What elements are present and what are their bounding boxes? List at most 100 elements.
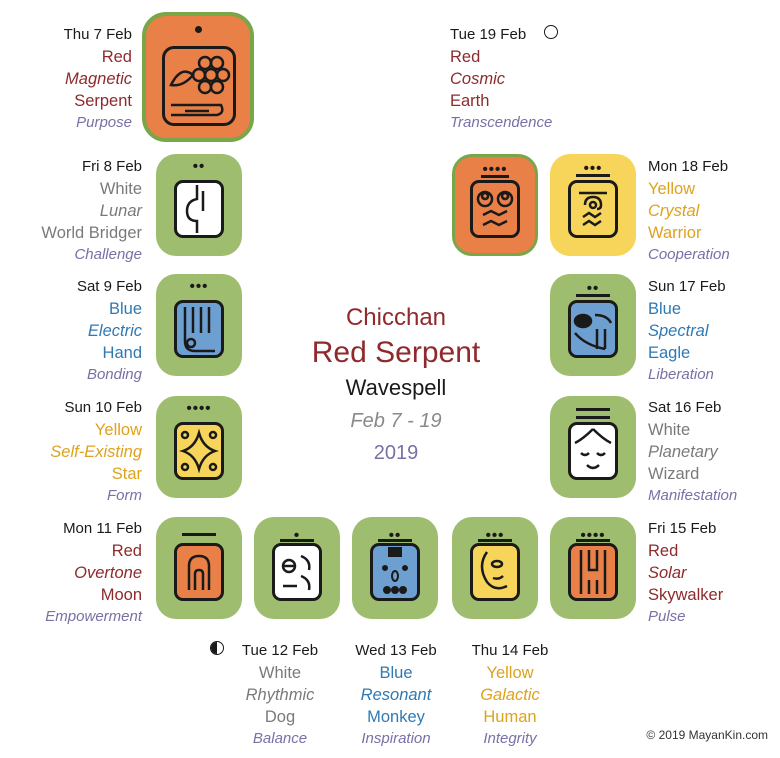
day-seal: Monkey — [367, 708, 425, 726]
day-date: Sat 9 Feb — [76, 278, 142, 295]
day-tone: Crystal — [648, 202, 700, 220]
day-8-tile[interactable]: •• — [156, 154, 242, 256]
day-15-tile[interactable]: •••• — [550, 517, 636, 619]
day-seal: World Bridger — [41, 224, 142, 242]
wavespell-label: Wavespell — [345, 375, 447, 400]
moon-glyph-icon — [174, 543, 224, 601]
wavespell-year: 2019 — [373, 442, 419, 464]
tone-bar — [576, 416, 610, 419]
day-17-label: Sun 17 Feb Blue Spectral Eagle Liberatio… — [648, 276, 780, 386]
day-tone: Resonant — [360, 686, 432, 704]
day-tone: Solar — [648, 564, 687, 582]
day-tone: Spectral — [648, 322, 709, 340]
tone-dots: •••• — [482, 161, 508, 178]
day-color: Blue — [108, 300, 142, 318]
day-16-tile[interactable] — [550, 396, 636, 498]
day-tone: Planetary — [648, 443, 718, 461]
day-tone: Self-Existing — [50, 443, 142, 461]
day-color: Yellow — [486, 664, 534, 682]
day-tone: Lunar — [99, 202, 142, 220]
day-14-label: Thu 14 Feb Yellow Galactic Human Integri… — [410, 640, 610, 750]
tone-bar — [576, 408, 610, 411]
day-17-tile[interactable]: •• — [550, 274, 636, 376]
day-color: Yellow — [94, 421, 142, 439]
hand-glyph-icon — [174, 300, 224, 358]
day-color: Red — [101, 48, 132, 66]
day-action: Challenge — [74, 246, 142, 263]
day-8-label: Fri 8 Feb White Lunar World Bridger Chal… — [0, 156, 142, 266]
human-glyph-icon — [470, 543, 520, 601]
wavespell-title: Chicchan Red Serpent Wavespell Feb 7 - 1… — [296, 302, 496, 468]
day-18-tile[interactable]: ••• — [550, 154, 636, 256]
day-date: Mon 18 Feb — [648, 158, 729, 175]
day-19-tile[interactable]: •••• — [452, 154, 538, 256]
day-date: Thu 14 Feb — [471, 642, 549, 659]
day-9-label: Sat 9 Feb Blue Electric Hand Bonding — [0, 276, 142, 386]
day-tone: Electric — [87, 322, 142, 340]
half-moon-icon — [210, 641, 224, 655]
day-color: Red — [450, 48, 481, 66]
day-date: Wed 13 Feb — [355, 642, 437, 659]
tone-bar — [481, 175, 509, 178]
day-color: Yellow — [648, 180, 696, 198]
tone-bar — [576, 174, 610, 177]
tone-dots: •• — [388, 527, 402, 544]
day-color: White — [258, 664, 302, 682]
day-action: Purpose — [76, 114, 132, 131]
day-date: Sat 16 Feb — [648, 399, 722, 416]
day-15-label: Fri 15 Feb Red Solar Skywalker Pulse — [648, 518, 780, 628]
monkey-glyph-icon — [370, 543, 420, 601]
day-action: Transcendence — [450, 114, 553, 131]
day-12-tile[interactable]: • — [254, 517, 340, 619]
tone-bar — [182, 533, 216, 536]
day-seal: Warrior — [648, 224, 702, 242]
day-seal: Skywalker — [648, 586, 724, 604]
day-date: Mon 11 Feb — [63, 520, 142, 537]
serpent-glyph-icon — [162, 46, 236, 126]
day-seal: Eagle — [648, 344, 691, 362]
day-action: Inspiration — [361, 730, 431, 747]
day-18-label: Mon 18 Feb Yellow Crystal Warrior Cooper… — [648, 156, 780, 266]
day-action: Liberation — [648, 366, 714, 383]
warrior-glyph-icon — [568, 180, 618, 238]
day-9-tile[interactable]: ••• — [156, 274, 242, 376]
day-7-tile[interactable] — [142, 12, 254, 142]
dog-glyph-icon — [272, 543, 322, 601]
day-13-tile[interactable]: •• — [352, 517, 438, 619]
day-7-label: Thu 7 Feb Red Magnetic Serpent Purpose — [0, 24, 132, 134]
day-color: White — [648, 421, 691, 439]
tone-bar — [378, 539, 412, 542]
day-date: Sun 17 Feb — [648, 278, 726, 295]
day-action: Manifestation — [648, 487, 738, 504]
earth-glyph-icon — [470, 180, 520, 238]
day-color: Blue — [648, 300, 682, 318]
tone-bar — [280, 539, 314, 542]
day-seal: Moon — [100, 586, 142, 604]
day-action: Empowerment — [45, 608, 142, 625]
wavespell-name: Red Serpent — [311, 336, 481, 369]
day-seal: Wizard — [648, 465, 700, 483]
day-seal: Star — [111, 465, 142, 483]
day-10-tile[interactable]: •••• — [156, 396, 242, 498]
tone-bar — [576, 539, 610, 542]
full-moon-icon — [544, 25, 558, 39]
day-14-tile[interactable]: ••• — [452, 517, 538, 619]
skywalker-glyph-icon — [568, 543, 618, 601]
tone-dots: •••• — [186, 400, 212, 417]
copyright-text: © 2019 MayanKin.com — [646, 728, 768, 742]
day-action: Pulse — [648, 608, 686, 625]
day-date: Sun 10 Feb — [64, 399, 142, 416]
day-seal: Serpent — [74, 92, 132, 110]
day-tone: Magnetic — [65, 70, 132, 88]
day-seal: Dog — [264, 708, 296, 726]
tone-bar — [478, 539, 512, 542]
day-19-label: Tue 19 Feb Red Cosmic Earth Transcendenc… — [450, 24, 650, 134]
day-action: Integrity — [483, 730, 537, 747]
tone-dots: ••• — [189, 278, 209, 295]
wizard-glyph-icon — [568, 422, 618, 480]
wavespell-date-range: Feb 7 - 19 — [350, 410, 442, 432]
day-12-label: Tue 12 Feb White Rhythmic Dog Balance — [180, 640, 380, 750]
day-action: Balance — [252, 730, 308, 747]
tone-dots: • — [293, 527, 301, 544]
day-11-tile[interactable] — [156, 517, 242, 619]
